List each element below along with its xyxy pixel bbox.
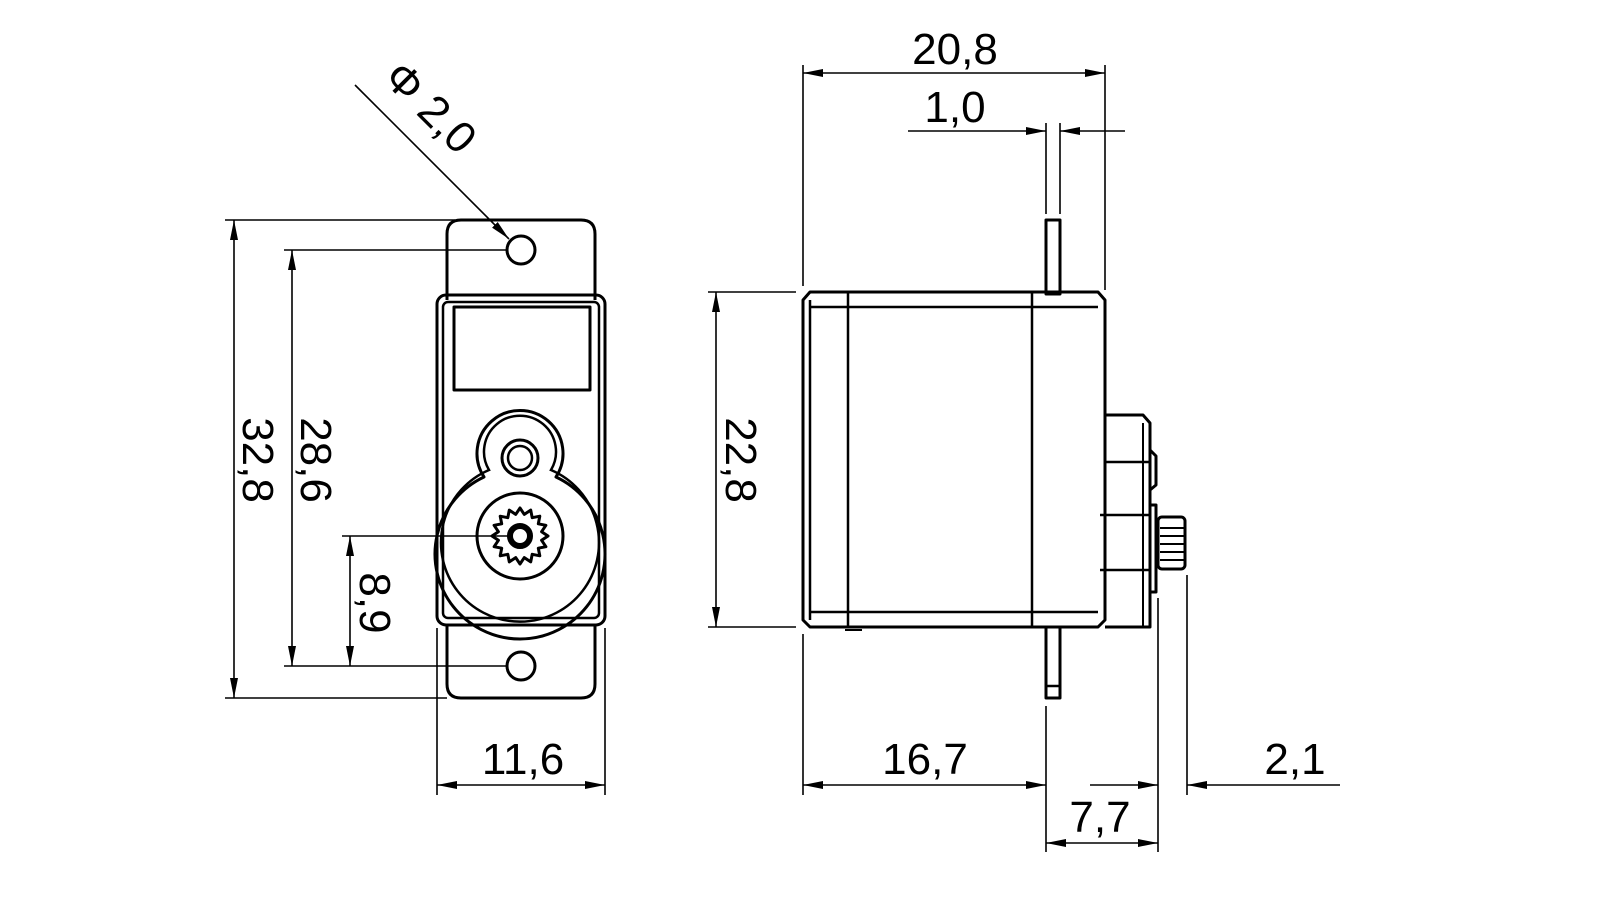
bearing-inner: [506, 444, 534, 472]
side-tab-bottom: [1044, 625, 1062, 700]
dim-hole-diameter: Φ 2,0: [375, 52, 486, 163]
dim-width: 11,6: [482, 735, 564, 784]
side-view: [801, 218, 1187, 700]
mount-hole-top: [505, 234, 537, 266]
dim-body-height: 22,8: [716, 417, 765, 503]
mounting-tab-outline: [445, 218, 597, 700]
gear-housing: [433, 408, 607, 641]
gear-top-block: [1105, 413, 1152, 629]
shaft-hub: [507, 523, 533, 549]
bearing-boss: [500, 438, 540, 478]
side-body: [801, 290, 1107, 629]
label-window: [452, 305, 592, 392]
dim-shaft-length: 2,1: [1264, 735, 1325, 784]
mount-hole-bottom: [505, 650, 537, 682]
dim-shaft-offset: 8,9: [350, 572, 399, 633]
front-view: [433, 218, 607, 700]
side-dimensions: 20,8 1,0 22,8 16,7 7,7 2,1: [708, 25, 1340, 852]
case-body: [435, 293, 607, 627]
front-dimensions: 32,8 28,6 8,9 11,6 Φ 2,0: [225, 52, 606, 795]
dim-tab-to-horn: 7,7: [1069, 793, 1130, 842]
output-shaft-spline: [1156, 515, 1187, 571]
dim-tab-thickness: 1,0: [924, 83, 985, 132]
case-inner-edge: [441, 300, 601, 620]
gear-housing-inner: [439, 414, 601, 623]
side-tab-top: [1044, 218, 1062, 296]
dim-hole-spacing: 28,6: [291, 417, 340, 503]
dim-overall-length: 20,8: [912, 25, 998, 74]
leader-hole-diameter: [354, 84, 510, 240]
dim-overall-height: 32,8: [233, 417, 282, 503]
dim-body-to-tab: 16,7: [882, 735, 968, 784]
